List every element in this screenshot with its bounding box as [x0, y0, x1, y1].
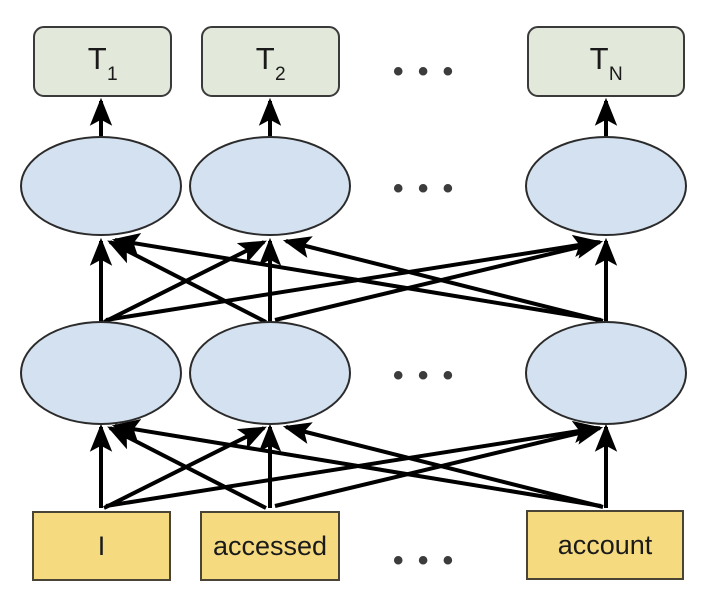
input-token-label-N: account: [557, 529, 653, 560]
output-box-TN[interactable]: TN: [527, 26, 685, 97]
input-token-label-2: accessed: [212, 530, 328, 561]
edge-tokN-to-lower2: [282, 422, 604, 509]
hidden-node-upper-1[interactable]: [20, 136, 182, 236]
output-label-TN: TN: [589, 40, 623, 85]
output-label-T2-subscript: 2: [275, 64, 286, 86]
edge-tokN-to-lower1: [111, 418, 602, 508]
edge-lower2-to-upper3: [274, 236, 604, 322]
edge-lower1-to-upper2: [103, 240, 267, 324]
input-token-box-N[interactable]: account: [526, 510, 684, 580]
ellipsis-input-row: • • •: [393, 544, 457, 577]
edge-tok2-to-lower1: [107, 426, 267, 510]
output-label-T2-base: T: [255, 40, 275, 76]
hidden-node-lower-3[interactable]: [525, 321, 687, 425]
output-label-TN-subscript: N: [608, 64, 623, 86]
hidden-node-upper-3[interactable]: [525, 136, 687, 236]
output-label-T1: T1: [87, 40, 118, 85]
output-box-T2[interactable]: T2: [201, 26, 340, 97]
output-label-T2: T2: [255, 40, 286, 85]
hidden-node-upper-2[interactable]: [189, 136, 351, 236]
edge-tok1-to-lower3: [105, 420, 602, 508]
input-token-label-1: I: [97, 530, 106, 561]
edge-lower3-to-upper2: [282, 236, 604, 323]
edge-tok1-to-lower2: [103, 426, 267, 510]
ellipsis-output-row: • • •: [393, 55, 457, 88]
ellipsis-lower-hidden-row: • • •: [393, 359, 457, 392]
input-token-box-2[interactable]: accessed: [200, 511, 340, 581]
output-box-T1[interactable]: T1: [33, 26, 172, 97]
input-token-box-1[interactable]: I: [32, 511, 171, 581]
hidden-node-lower-1[interactable]: [20, 321, 182, 425]
edge-tok2-to-lower3: [274, 422, 604, 508]
ellipsis-upper-hidden-row: • • •: [393, 172, 457, 205]
output-label-T1-subscript: 1: [107, 64, 118, 86]
output-label-T1-base: T: [87, 40, 107, 76]
edge-lower2-to-upper1: [107, 240, 267, 324]
edge-lower3-to-upper1: [111, 232, 602, 322]
output-label-TN-base: T: [589, 40, 609, 76]
hidden-node-lower-2[interactable]: [189, 321, 351, 425]
edge-lower1-to-upper3: [105, 234, 602, 322]
